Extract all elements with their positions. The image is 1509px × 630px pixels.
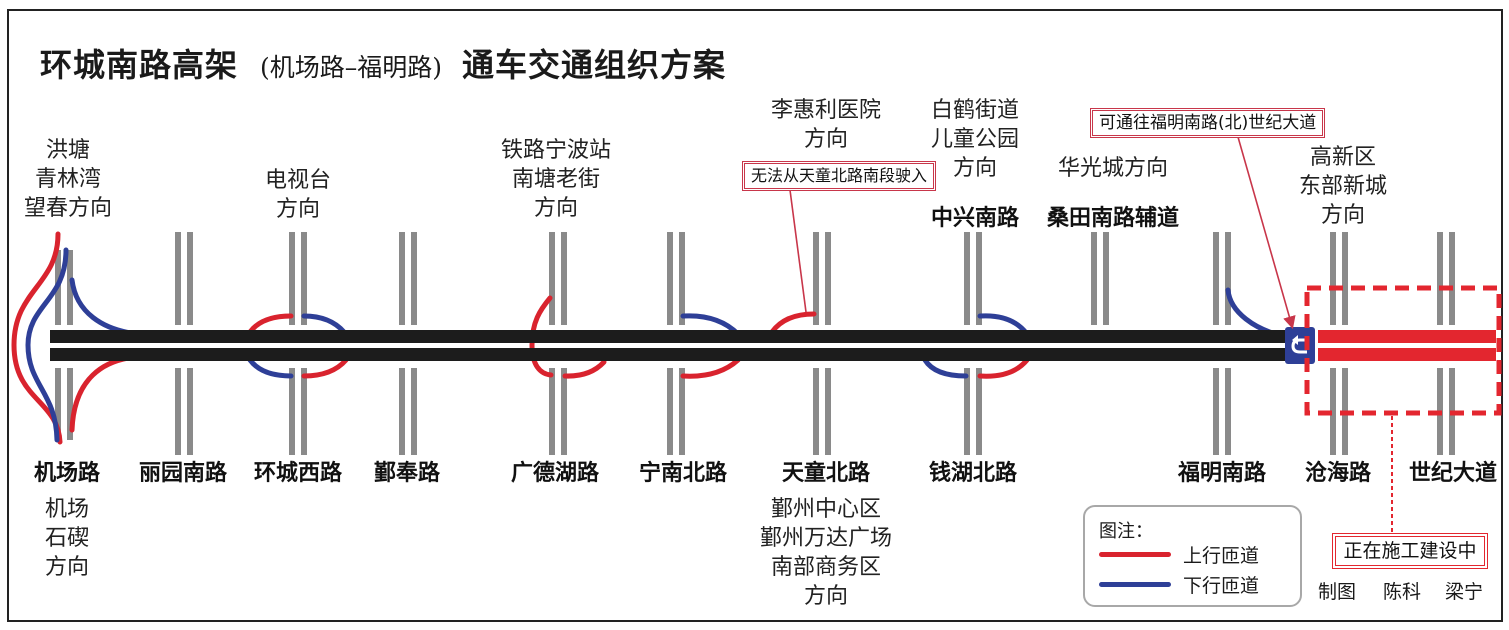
cross-road-guangdehu: [549, 232, 567, 455]
fuming-callout-line: [1237, 136, 1296, 330]
main-road-upper-lane: [50, 330, 1286, 343]
up-ramp-qianhubei-south: [977, 357, 1030, 379]
road-label-jichang: 机场路: [33, 461, 101, 486]
legend-down-swatch: [1099, 582, 1171, 587]
construction-notice: 正在施工建设中: [1332, 533, 1488, 569]
down-ramp-qianhubei-southwest: [922, 357, 969, 379]
road-label-tiantongbei: 天童北路: [781, 461, 871, 486]
title-main: 环城南路高架: [40, 46, 239, 84]
tiantong-notice: 无法从天童北路南段驶入: [742, 161, 937, 191]
down-ramp-huanchengxi-east: [301, 313, 347, 335]
road-label-ningnanbei: 宁南北路: [638, 461, 728, 486]
legend-down-ramp: 下行匝道: [1099, 571, 1259, 598]
direction-lihuili: 李惠利医院 方向: [770, 98, 882, 152]
direction-hongtang: 洪塘 青林湾 望春方向: [23, 138, 113, 221]
cross-road-qianhubei: [964, 232, 982, 455]
credit-author-2: 梁宁: [1445, 581, 1484, 603]
cross-road-liyuan: [175, 232, 193, 455]
cross-road-canghai: [1330, 232, 1348, 455]
u-turn-icon: [1285, 327, 1315, 364]
page-title: 环城南路高架 (机场路–福明路) 通车交通组织方案: [40, 40, 726, 86]
title-tail: 通车交通组织方案: [462, 46, 727, 84]
credit-author-1: 陈科: [1383, 581, 1422, 603]
legend-up-ramp: 上行匝道: [1099, 541, 1259, 568]
fuming-notice: 可通往福明南路(北)世纪大道: [1090, 108, 1326, 138]
road-label-qianhubei: 钱湖北路: [928, 461, 1018, 486]
down-ramp-fumingnan: [1225, 287, 1287, 339]
credit-role: 制图: [1318, 581, 1357, 603]
title-sub: (机场路–福明路): [260, 53, 443, 82]
up-ramp-tiantongbei: [769, 311, 817, 335]
road-label-liyuan: 丽园南路: [138, 461, 228, 486]
cross-road-huanchengxi: [289, 232, 307, 455]
frame-border: [7, 9, 1503, 622]
road-label-fumingnan: 福明南路: [1177, 461, 1267, 486]
legend-up-label: 上行匝道: [1183, 545, 1260, 567]
cross-road-ningnanbei: [667, 232, 685, 455]
cross-road-yinfeng: [399, 232, 417, 455]
legend-title: 图注：: [1099, 521, 1153, 542]
road-label-canghai: 沧海路: [1304, 461, 1372, 486]
up-ramp-guangdehu-loop: [529, 295, 554, 378]
up-ramp-jichang-outer: [11, 231, 63, 445]
cross-road-sangtian: [1091, 232, 1109, 325]
road-label-yinfeng: 鄞奉路: [373, 461, 441, 486]
direction-jichang: 机场 石碶 方向: [44, 497, 90, 580]
down-ramp-jichang-entry: [69, 277, 141, 337]
main-road-lower-lane: [50, 348, 1286, 361]
down-ramp-huanchengxi-southwest: [247, 357, 294, 379]
construction-lower-lane: [1318, 348, 1496, 361]
cross-road-tiantongbei: [813, 232, 831, 455]
up-ramp-jichang-exit: [69, 354, 139, 433]
direction-huaguang: 华光城方向: [1057, 156, 1169, 181]
direction-gaoxin: 高新区 东部新城 方向: [1298, 145, 1388, 228]
direction-tielu: 铁路宁波站 南塘老街 方向: [500, 138, 612, 221]
up-ramp-huanchengxi-southeast: [301, 357, 349, 379]
direction-yinzhou: 鄞州中心区 鄞州万达广场 南部商务区 方向: [759, 497, 893, 609]
road-label-huanchengxi: 环城西路: [253, 461, 343, 486]
legend: 图注： 上行匝道 下行匝道: [1083, 505, 1302, 607]
construction-upper-lane: [1318, 330, 1496, 343]
legend-down-label: 下行匝道: [1183, 575, 1260, 597]
direction-baihe: 白鹤街道 儿童公园 方向: [930, 98, 1020, 181]
road-label-guangdehu: 广德湖路: [510, 461, 600, 486]
cross-road-fumingnan: [1213, 232, 1231, 455]
down-ramp-jichang-inner: [25, 247, 69, 443]
construction-dashed-box: [1304, 285, 1502, 416]
direction-dianshitai: 电视台 方向: [264, 168, 332, 222]
cross-road-shiji: [1437, 232, 1455, 455]
tiantong-callout-line: [789, 189, 807, 313]
up-ramp-huanchengxi-west: [247, 313, 294, 335]
up-ramp-guangdehu-south: [562, 359, 607, 379]
road-label-zhongxingnan: 中兴南路: [930, 206, 1020, 231]
up-ramp-ningnanbei: [680, 357, 741, 379]
road-label-sangtian: 桑田南路辅道: [1046, 206, 1180, 231]
road-label-shiji: 世纪大道: [1408, 461, 1498, 486]
legend-up-swatch: [1099, 552, 1171, 557]
